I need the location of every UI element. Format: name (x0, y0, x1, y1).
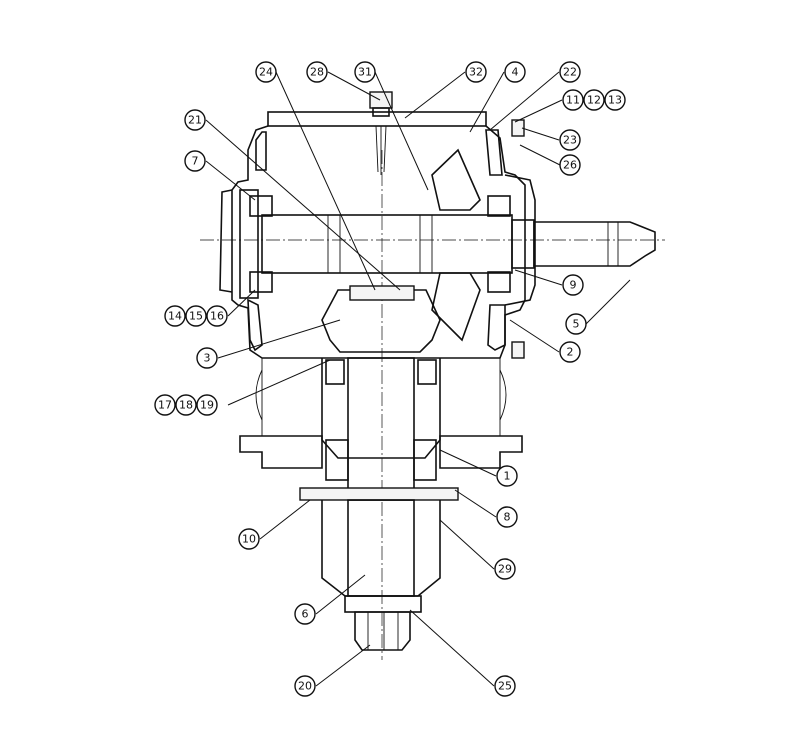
label-3: 3 (196, 347, 218, 369)
label-13: 13 (604, 89, 626, 111)
label-11: 11 (562, 89, 584, 111)
label-16: 16 (206, 305, 228, 327)
label-21: 21 (184, 109, 206, 131)
top-cover (267, 91, 487, 175)
label-18: 18 (175, 394, 197, 416)
label-26: 26 (559, 154, 581, 176)
svg-text:17: 17 (158, 399, 172, 412)
label-31: 31 (354, 61, 376, 83)
lower-housing (239, 357, 523, 651)
svg-text:10: 10 (242, 533, 256, 546)
label-32: 32 (465, 61, 487, 83)
label-22: 22 (559, 61, 581, 83)
bevel-gears (321, 148, 481, 353)
svg-text:19: 19 (200, 399, 214, 412)
svg-text:12: 12 (587, 94, 601, 107)
svg-text:21: 21 (188, 114, 202, 127)
label-28: 28 (306, 61, 328, 83)
label-17: 17 (154, 394, 176, 416)
svg-text:9: 9 (570, 279, 577, 292)
svg-text:22: 22 (563, 66, 577, 79)
centerlines (200, 150, 665, 660)
leader-lines (205, 71, 631, 687)
horizontal-shaft (249, 195, 656, 293)
label-19: 19 (196, 394, 218, 416)
svg-text:7: 7 (192, 155, 199, 168)
svg-text:23: 23 (563, 134, 577, 147)
label-7: 7 (184, 150, 206, 172)
label-4: 4 (504, 61, 526, 83)
svg-text:13: 13 (608, 94, 622, 107)
svg-text:20: 20 (298, 680, 312, 693)
label-2: 2 (559, 341, 581, 363)
svg-text:11: 11 (566, 94, 580, 107)
label-24: 24 (255, 61, 277, 83)
label-8: 8 (496, 506, 518, 528)
svg-text:25: 25 (498, 680, 512, 693)
svg-text:24: 24 (259, 66, 273, 79)
label-20: 20 (294, 675, 316, 697)
label-9: 9 (562, 274, 584, 296)
label-29: 29 (494, 558, 516, 580)
label-15: 15 (185, 305, 207, 327)
label-23: 23 (559, 129, 581, 151)
svg-text:18: 18 (179, 399, 193, 412)
svg-text:26: 26 (563, 159, 577, 172)
svg-text:5: 5 (573, 318, 580, 331)
svg-text:32: 32 (469, 66, 483, 79)
label-12: 12 (583, 89, 605, 111)
label-1: 1 (496, 465, 518, 487)
svg-text:15: 15 (189, 310, 203, 323)
svg-text:6: 6 (302, 608, 309, 621)
label-6: 6 (294, 603, 316, 625)
svg-text:4: 4 (512, 66, 519, 79)
label-25: 25 (494, 675, 516, 697)
svg-text:8: 8 (504, 511, 511, 524)
svg-text:2: 2 (567, 346, 574, 359)
upper-housing (219, 119, 536, 359)
svg-text:16: 16 (210, 310, 224, 323)
svg-text:28: 28 (310, 66, 324, 79)
svg-text:3: 3 (204, 352, 211, 365)
svg-text:29: 29 (498, 563, 512, 576)
label-5: 5 (565, 313, 587, 335)
label-10: 10 (238, 528, 260, 550)
svg-text:14: 14 (168, 310, 182, 323)
svg-text:1: 1 (504, 470, 511, 483)
svg-text:31: 31 (358, 66, 372, 79)
callout-labels: 24 28 31 32 4 22 11 12 13 21 23 26 7 9 1… (154, 61, 626, 697)
label-14: 14 (164, 305, 186, 327)
